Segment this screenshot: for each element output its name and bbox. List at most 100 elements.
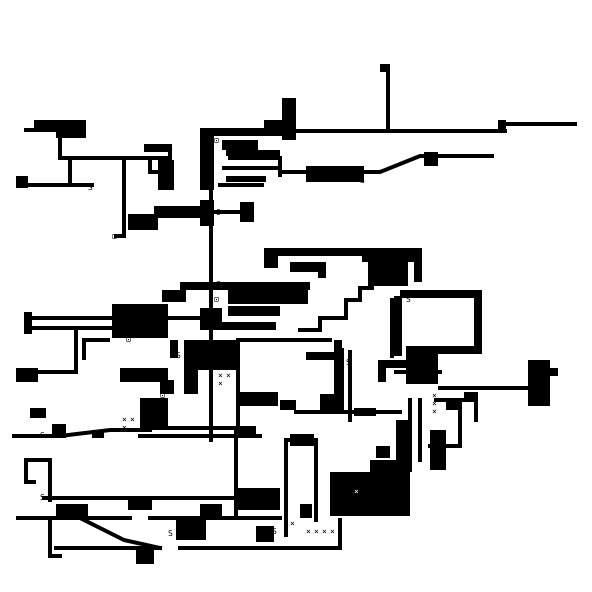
cross-marker: × — [354, 487, 359, 496]
box-marker: ⊡ — [126, 335, 131, 344]
wall-block — [334, 340, 342, 396]
box-marker: ⊡ — [214, 295, 219, 304]
wall-block — [394, 296, 402, 356]
wall-block — [128, 496, 152, 510]
wall-block — [136, 546, 154, 564]
wall-block — [200, 128, 296, 136]
wall-block — [306, 166, 364, 182]
start-marker: S — [216, 280, 221, 289]
glyph-layer: S S S S S S S S S S S S S S S S ⊡ ⊡ ⊡ ⊡ … — [40, 120, 503, 538]
wall-block — [120, 368, 168, 382]
wall-block — [362, 248, 416, 262]
wall-block — [24, 312, 32, 334]
start-marker: S — [406, 295, 411, 304]
start-marker: S — [216, 208, 221, 217]
start-marker: S — [176, 351, 181, 360]
wall-block — [240, 202, 254, 222]
wall-block — [368, 262, 408, 286]
wall-block — [320, 394, 342, 410]
wall-block — [210, 322, 276, 330]
corridor — [114, 156, 126, 238]
cross-marker: × — [306, 527, 311, 536]
cross-marker: × — [432, 399, 437, 408]
wall-block — [34, 120, 86, 130]
wall-block — [256, 526, 274, 542]
box-marker: ⊡ — [432, 455, 437, 464]
wall-block — [144, 144, 172, 152]
start-marker: S — [40, 431, 45, 440]
wall-block — [378, 360, 406, 368]
wall-block — [400, 290, 480, 298]
start-marker: S — [406, 431, 411, 440]
cross-marker: × — [218, 379, 223, 388]
wall-block — [176, 520, 206, 540]
wall-block — [290, 434, 314, 446]
wall-block — [396, 420, 410, 464]
wall-block — [446, 400, 462, 410]
corridor — [58, 128, 172, 160]
wall-block — [264, 248, 278, 268]
wall-block — [464, 392, 478, 402]
wall-block — [354, 408, 376, 416]
wall-block — [318, 262, 326, 278]
corridor — [298, 286, 374, 332]
start-marker: S — [40, 493, 45, 502]
wall-block — [498, 120, 506, 132]
start-marker: S — [360, 176, 365, 185]
wall-block — [234, 426, 256, 438]
wall-block — [414, 248, 422, 282]
start-marker: S — [214, 511, 219, 520]
cross-marker: × — [226, 371, 231, 380]
start-marker: S — [168, 144, 173, 153]
wall-block — [280, 400, 296, 410]
cross-marker: × — [122, 423, 127, 432]
wall-block — [264, 248, 414, 256]
cross-marker: × — [322, 527, 327, 536]
box-marker: ⊡ — [214, 136, 219, 145]
wall-layer — [16, 64, 558, 564]
wall-block — [330, 472, 410, 516]
start-marker: S — [498, 120, 503, 129]
wall-block — [140, 398, 168, 430]
wall-block — [376, 446, 390, 458]
corridor — [48, 516, 62, 558]
wall-block — [430, 430, 446, 470]
wall-block — [112, 304, 168, 338]
start-marker: S — [306, 264, 311, 273]
wall-block — [264, 120, 282, 130]
cross-marker: × — [218, 371, 223, 380]
wall-block — [226, 176, 266, 182]
wall-block — [16, 176, 28, 188]
wall-block — [200, 200, 214, 226]
cross-marker: × — [432, 407, 437, 416]
wall-block — [128, 214, 158, 230]
wall-block — [200, 128, 214, 190]
cross-marker: × — [130, 415, 135, 424]
wall-block — [30, 408, 46, 418]
wall-block — [162, 290, 186, 302]
wall-block — [160, 380, 174, 394]
wall-block — [158, 160, 174, 190]
wall-block — [528, 360, 550, 406]
corridor — [178, 518, 342, 550]
start-marker: S — [88, 183, 93, 192]
wall-block — [406, 346, 438, 384]
wall-block — [228, 290, 308, 304]
wall-block — [16, 368, 38, 382]
wall-block — [154, 206, 204, 218]
wall-block — [378, 360, 386, 382]
wall-block — [92, 430, 104, 438]
wall-block — [200, 504, 222, 518]
corridor — [18, 328, 78, 374]
corridor — [12, 428, 152, 438]
wall-block — [236, 488, 280, 510]
wall-block — [550, 368, 558, 376]
wall-block — [222, 140, 258, 150]
wall-block — [52, 424, 66, 438]
corridor-layer — [12, 66, 577, 558]
wall-block — [240, 392, 278, 406]
corridor — [24, 458, 52, 502]
wall-block — [300, 504, 312, 518]
